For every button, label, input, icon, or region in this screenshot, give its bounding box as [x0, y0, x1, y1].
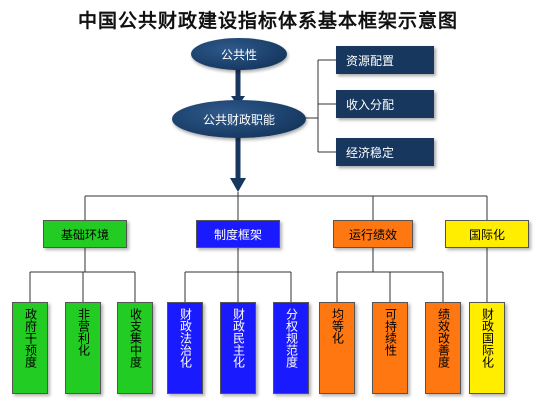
leaf-label: 财政国际化 [480, 308, 495, 368]
leaf-performance-improvement: 绩效改善度 [425, 302, 461, 394]
leaf-fiscal-democratization: 财政民主化 [220, 302, 256, 394]
category-label: 基础环境 [60, 227, 109, 242]
node-public-label: 公共性 [220, 47, 257, 62]
leaf-label: 财政民主化 [231, 308, 246, 368]
category-connectors [84, 192, 488, 220]
leaf-label: 收支集中度 [128, 308, 143, 368]
leaf-label: 非营利化 [76, 308, 91, 356]
diagram-title: 中国公共财政建设指标体系基本框架示意图 [77, 10, 458, 32]
leaf-label: 可持续性 [383, 308, 398, 356]
category-basic-environment: 基础环境 [43, 220, 127, 248]
node-public-finance-function: 公共财政职能 [172, 100, 306, 138]
function-box-stability: 经济稳定 [336, 138, 434, 166]
leaf-sustainability: 可持续性 [372, 302, 408, 394]
function-box-resource: 资源配置 [336, 46, 434, 74]
function-label: 资源配置 [346, 53, 395, 68]
node-function-label: 公共财政职能 [202, 112, 275, 127]
leaf-connectors [29, 248, 488, 302]
function-box-income: 收入分配 [336, 90, 434, 118]
category-internationalization: 国际化 [445, 220, 529, 248]
node-public: 公共性 [191, 38, 287, 70]
leaf-label: 均等化 [330, 308, 345, 344]
function-label: 收入分配 [346, 97, 395, 112]
leaf-fiscal-rule-of-law: 财政法治化 [167, 302, 203, 394]
leaf-non-profit: 非营利化 [65, 302, 101, 394]
category-label: 运行绩效 [348, 227, 397, 242]
leaf-government-intervention: 政府干预度 [12, 302, 48, 394]
category-label: 国际化 [468, 227, 505, 242]
category-operating-performance: 运行绩效 [333, 220, 413, 248]
leaf-decentralization-norm: 分权规范度 [273, 302, 309, 394]
category-institutional-framework: 制度框架 [196, 220, 280, 248]
function-label: 经济稳定 [346, 145, 395, 160]
function-bracket [305, 59, 336, 153]
leaf-label: 绩效改善度 [436, 308, 451, 368]
leaf-label: 政府干预度 [23, 308, 38, 368]
leaf-label: 财政法治化 [178, 308, 193, 368]
leaf-equalization: 均等化 [319, 302, 355, 394]
category-label: 制度框架 [213, 227, 262, 242]
leaf-revenue-concentration: 收支集中度 [117, 302, 153, 394]
leaf-fiscal-internationalization: 财政国际化 [469, 302, 505, 394]
arrowhead-function [230, 178, 246, 192]
leaf-label: 分权规范度 [284, 308, 299, 368]
